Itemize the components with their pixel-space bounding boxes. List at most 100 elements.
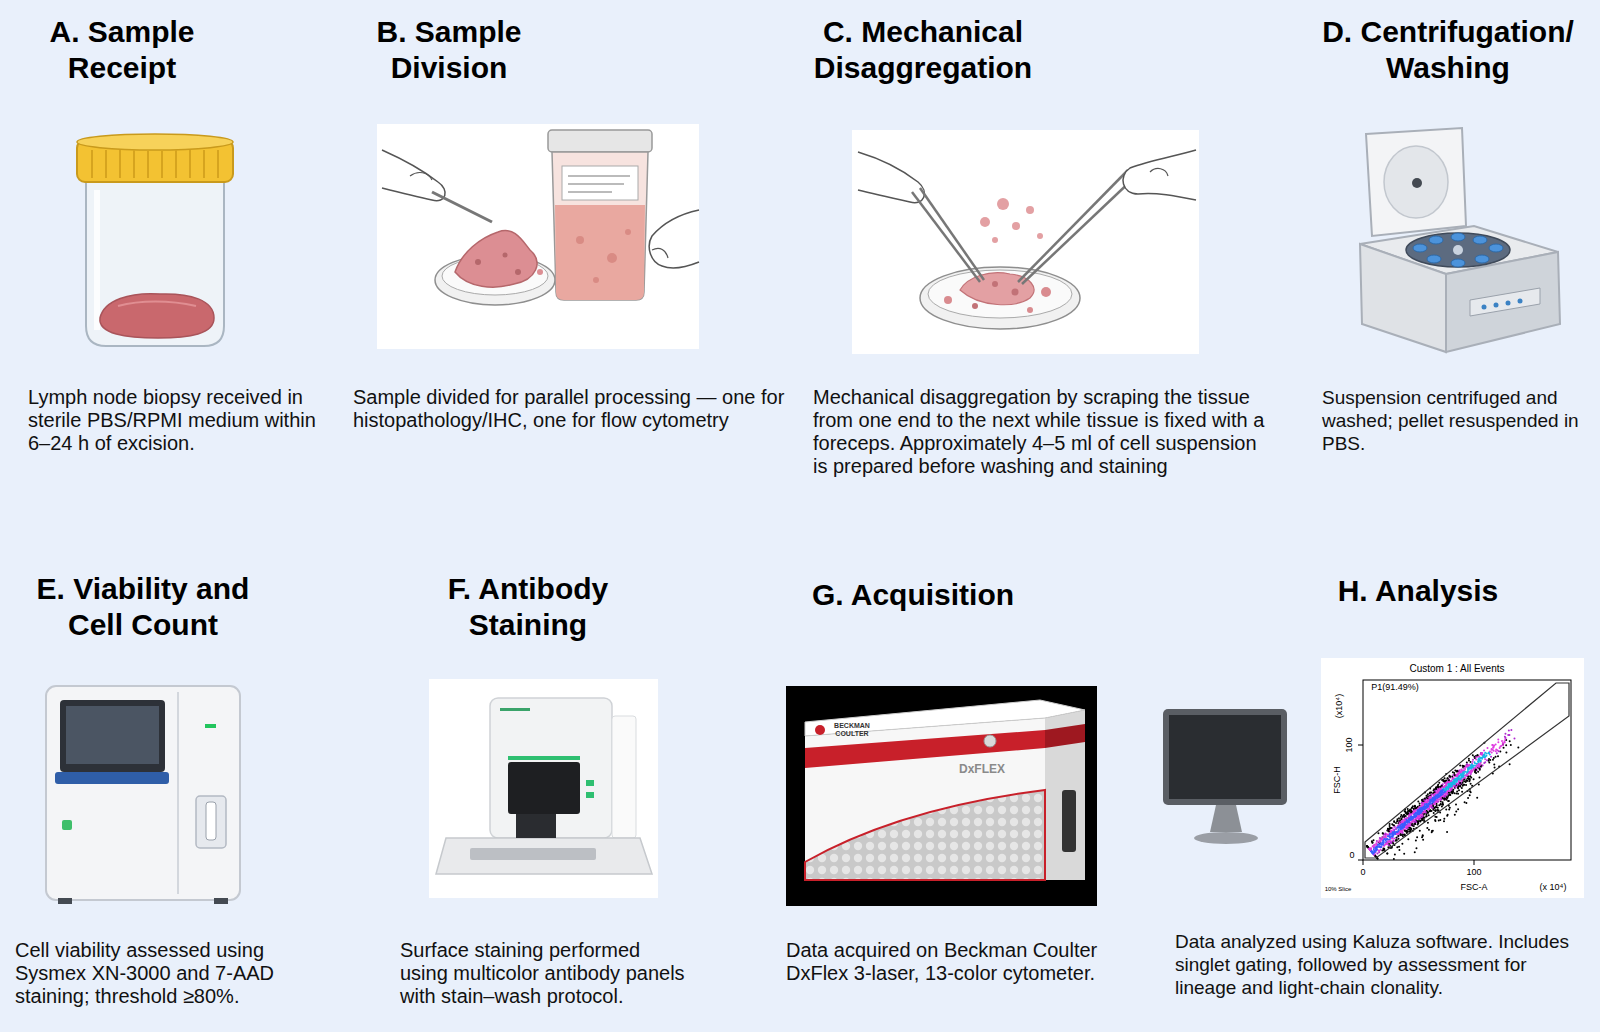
event-dot [1414,823,1416,825]
event-dot [1428,808,1430,810]
event-dot [1448,786,1450,788]
event-dot [1418,815,1420,817]
centrifuge-illustration-part-part [1451,233,1465,241]
event-dot [1390,842,1392,844]
event-dot [1466,763,1468,765]
event-dot [1393,829,1395,831]
event-dot [1415,807,1417,809]
event-dot [1404,829,1406,831]
event-dot [1463,769,1465,771]
event-dot [1415,807,1417,809]
hematology-analyzer-part [46,686,240,900]
event-dot [1437,801,1439,803]
event-dot [1447,778,1449,780]
event-dot [1456,781,1458,783]
event-dot [1494,767,1496,769]
event-dot [1433,793,1435,795]
event-dot [1448,808,1450,810]
scatter-plot-part [1363,680,1571,860]
event-dot [1455,777,1457,779]
event-dot [1443,786,1445,788]
event-dot [1491,751,1493,753]
event-dot [1444,789,1446,791]
event-dot [1422,814,1424,816]
event-dot [1421,814,1423,816]
event-dot [1386,841,1388,843]
event-dot [1475,759,1477,761]
event-dot [1458,776,1460,778]
event-dot [1470,783,1472,785]
event-dot [1366,845,1368,847]
cytometer-illustration-part [805,718,1045,880]
event-dot [1374,854,1376,856]
event-dot [1415,815,1417,817]
sample-stainer-part [516,814,556,838]
event-dot [1458,772,1460,774]
event-dot [1411,818,1413,820]
event-dot [1466,780,1468,782]
division-sketch-part [593,277,599,283]
event-dot [1457,793,1459,795]
event-dot [1444,785,1446,787]
event-dot [1452,783,1454,785]
event-dot [1459,779,1461,781]
event-dot [1483,762,1485,764]
event-dot [1375,842,1377,844]
event-dot [1394,826,1396,828]
analysis-monitor-part [1194,832,1258,844]
event-dot [1436,799,1438,801]
event-dot [1426,799,1428,801]
event-dot [1425,806,1427,808]
event-dot [1382,836,1384,838]
disaggregation-sketch-part [1026,206,1034,214]
centrifuge-illustration-part-part [1413,244,1427,252]
event-dot [1382,832,1384,834]
event-dot [1453,792,1455,794]
analysis-monitor-part [1163,709,1287,805]
event-dot [1440,788,1442,790]
event-dot [1444,789,1446,791]
event-dot [1408,821,1410,823]
hematology-analyzer-part [55,772,169,784]
event-dot [1462,765,1464,767]
event-dot [1414,815,1416,817]
sample-stainer-part [500,708,530,711]
event-dot [1451,791,1453,793]
event-dot [1386,843,1388,845]
event-dot [1467,797,1469,799]
event-dot [1447,784,1449,786]
event-dot [1422,834,1424,836]
event-dot [1437,792,1439,794]
event-dot [1393,837,1395,839]
event-dot [1429,809,1431,811]
event-dot [1439,792,1441,794]
scatter-plot-part [1358,860,1363,861]
event-dot [1377,846,1379,848]
centrifuge-illustration-part [1506,301,1511,306]
event-dot [1449,794,1451,796]
step-description: Data analyzed using Kaluza software. Inc… [1175,930,1593,999]
event-dot [1386,852,1388,854]
event-dot [1424,817,1426,819]
event-dot [1450,780,1452,782]
specimen-jar-part [92,150,218,178]
event-dot [1369,848,1371,850]
event-dot [1476,754,1478,756]
event-dot [1412,817,1414,819]
event-dot [1393,840,1395,842]
event-dot [1380,843,1382,845]
event-dot [1426,803,1428,805]
disaggregation-sketch-part [944,296,952,304]
event-dot [1438,789,1440,791]
event-dot [1371,851,1373,853]
event-dot [1425,816,1427,818]
event-dot [1447,787,1449,789]
step-heading: E. Viability and Cell Count [18,571,268,643]
event-dot [1517,746,1519,748]
step-heading: B. Sample Division [349,14,549,86]
disaggregation-sketch-part [1150,169,1168,176]
centrifuge-illustration-part [1482,305,1487,310]
event-dot [1369,849,1371,851]
event-dot [1403,816,1405,818]
event-dot [1454,774,1456,776]
